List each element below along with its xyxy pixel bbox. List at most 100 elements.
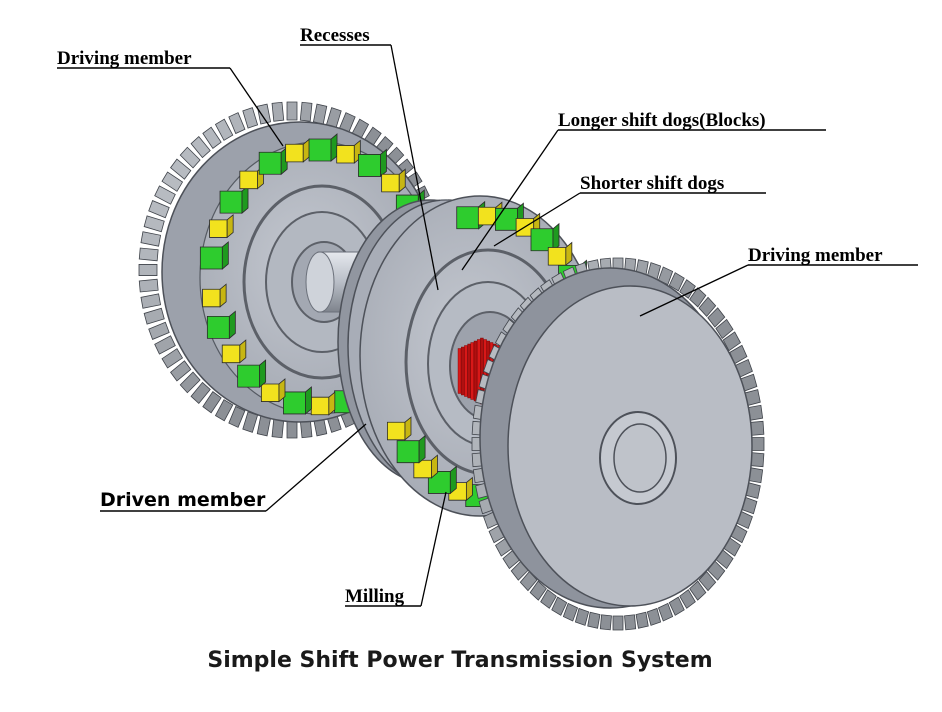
longer-shift-dog <box>219 190 243 214</box>
gear-tooth <box>657 602 674 622</box>
dog-side <box>565 241 573 266</box>
dog-side <box>278 378 286 403</box>
gear-tooth <box>707 307 726 328</box>
longer-shift-dog <box>237 364 261 388</box>
gear-tooth <box>242 411 259 433</box>
gear-tooth <box>143 307 165 325</box>
shorter-shift-dog <box>310 396 330 416</box>
gear-tooth <box>138 278 159 293</box>
dog-side <box>228 310 236 340</box>
dog-side <box>241 185 249 214</box>
gear-tooth <box>179 371 201 394</box>
gear-tooth <box>689 580 707 601</box>
gear-tooth <box>242 107 259 129</box>
dog-side <box>449 465 457 495</box>
shorter-shift-dog <box>381 173 400 193</box>
gear-tooth <box>214 399 234 422</box>
longer-shift-dog <box>358 154 381 177</box>
gear-tooth <box>646 607 662 626</box>
gear-tooth <box>154 185 176 205</box>
dog-side <box>239 339 247 364</box>
dog-side <box>465 476 473 502</box>
spline-tooth <box>473 340 478 402</box>
longer-shift-dog <box>283 391 306 415</box>
gear-tooth <box>140 293 162 309</box>
gear-tooth <box>587 611 601 629</box>
dog-side <box>328 391 336 416</box>
shorter-shift-dog <box>547 247 567 266</box>
longer-shift-dog <box>258 151 282 175</box>
caption: Simple Shift Power Transmission System <box>207 648 712 673</box>
gear-tooth <box>715 318 734 340</box>
longer-shift-dog <box>396 440 420 464</box>
gear-tooth <box>148 200 170 219</box>
spline-tooth <box>464 345 468 397</box>
label-driving-member-right: Driving member <box>748 245 883 266</box>
gear-tooth <box>668 596 685 616</box>
gear-tooth <box>679 589 696 609</box>
gear-tooth <box>214 118 234 141</box>
spline-tooth <box>467 343 471 399</box>
gear-tooth <box>624 614 637 631</box>
right-driving-gear <box>471 257 765 631</box>
gear-tooth <box>612 615 624 631</box>
gear-tooth <box>143 215 165 233</box>
gear-tooth <box>599 614 612 631</box>
gear-tooth <box>299 101 313 122</box>
longer-shift-dog <box>206 315 230 339</box>
shorter-shift-dog <box>386 421 406 441</box>
longer-shift-dog <box>495 207 518 231</box>
gear-tooth <box>228 405 246 428</box>
gear-tooth <box>161 348 184 369</box>
shorter-shift-dog <box>202 288 221 308</box>
label-recesses: Recesses <box>300 25 370 46</box>
gear-tooth <box>179 146 201 169</box>
gear-tooth <box>140 231 162 247</box>
longer-shift-dog <box>456 206 480 230</box>
right-gear-hub-bore <box>613 423 667 493</box>
gear-tooth <box>689 287 707 308</box>
longer-shift-dog <box>199 246 223 270</box>
dog-side <box>330 133 338 162</box>
gear-tooth <box>286 419 298 439</box>
dog-side <box>219 283 227 308</box>
gear-tooth <box>161 171 184 192</box>
gear-tooth <box>312 103 328 125</box>
shorter-shift-dog <box>285 143 304 163</box>
shorter-shift-dog <box>477 206 497 226</box>
spline-tooth <box>470 342 474 400</box>
dog-side <box>431 454 438 479</box>
spline-tooth <box>461 346 465 396</box>
gear-tooth <box>529 580 547 601</box>
label-shorter-shift-dogs: Shorter shift dogs <box>580 173 724 194</box>
shorter-shift-dog <box>336 145 355 164</box>
gear-tooth <box>271 418 285 439</box>
gear-tooth <box>202 126 222 149</box>
gear-tooth <box>540 589 557 609</box>
dog-side <box>404 416 412 441</box>
gear-tooth <box>256 415 272 437</box>
gear-tooth <box>722 331 741 352</box>
longer-shift-dog <box>308 138 332 162</box>
gear-tooth <box>574 607 590 626</box>
gear-tooth <box>148 321 170 340</box>
dog-side <box>418 434 426 464</box>
gear-tooth <box>138 264 158 276</box>
gear-tooth <box>635 611 649 629</box>
gear-tooth <box>256 103 272 125</box>
shorter-shift-dog <box>260 383 280 402</box>
gear-tooth <box>154 335 176 355</box>
gear-tooth <box>271 101 285 122</box>
dog-side <box>398 168 406 193</box>
gear-tooth <box>190 136 211 159</box>
spline-tooth <box>457 348 462 394</box>
label-milling: Milling <box>345 586 405 607</box>
gear-tooth <box>138 247 159 262</box>
shaft-end <box>305 251 335 313</box>
shorter-shift-dog <box>221 344 241 364</box>
shorter-shift-dog <box>209 219 228 238</box>
gear-tooth <box>551 596 568 616</box>
dog-side <box>226 213 234 239</box>
